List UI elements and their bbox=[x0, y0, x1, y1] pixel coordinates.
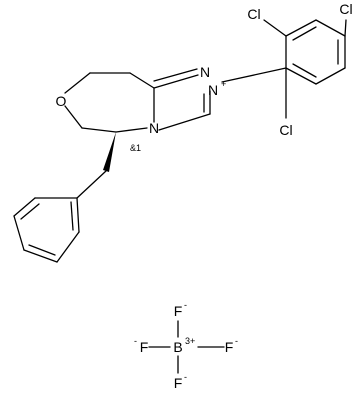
charge-boron: 3+ bbox=[185, 336, 195, 346]
benzyl-phenyl-ring bbox=[13, 197, 80, 263]
triazolium-ring bbox=[153, 68, 211, 131]
charge-f-top: - bbox=[184, 300, 187, 310]
trichlorophenyl-ring bbox=[285, 19, 346, 85]
tetrafluoroborate bbox=[148, 320, 225, 374]
atom-n-plus: N bbox=[208, 82, 218, 98]
oxazine-ring bbox=[64, 72, 155, 133]
charge-f-right: - bbox=[235, 336, 238, 346]
bond-cl-top-right bbox=[344, 19, 347, 37]
atom-oxygen: O bbox=[56, 93, 67, 109]
atom-cl-bottom: Cl bbox=[279, 122, 292, 138]
atom-boron: B bbox=[173, 339, 182, 355]
atom-n-bridge-top: N bbox=[200, 64, 210, 80]
atom-f-right: F bbox=[225, 339, 234, 355]
atom-n-bridge-bottom: N bbox=[149, 120, 159, 136]
charge-f-bottom: - bbox=[184, 372, 187, 382]
bond-ch2-phenyl bbox=[76, 170, 107, 199]
stereo-wedge-bond bbox=[103, 132, 116, 172]
charge-n-plus: + bbox=[221, 79, 226, 89]
atom-cl-top-right: Cl bbox=[339, 1, 352, 17]
stereo-label: &1 bbox=[130, 143, 141, 153]
atom-f-left: F bbox=[140, 339, 149, 355]
bond-cl-top-left bbox=[263, 19, 287, 37]
bond-aryl-n bbox=[221, 67, 287, 83]
atom-cl-top-left: Cl bbox=[247, 6, 260, 22]
atom-f-bottom: F bbox=[174, 375, 183, 391]
charge-f-left: - bbox=[134, 336, 137, 346]
atom-f-top: F bbox=[174, 303, 183, 319]
